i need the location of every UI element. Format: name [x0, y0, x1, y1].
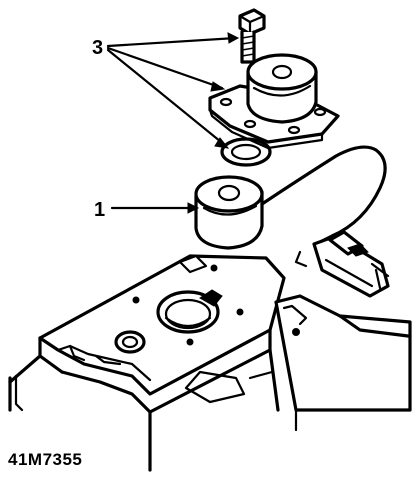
- sensor-wire: [260, 145, 387, 268]
- o-ring-gasket: [220, 137, 272, 167]
- wire-connector: [312, 230, 390, 298]
- callout-number-3: 3: [92, 37, 103, 59]
- leader-lines: [106, 36, 238, 210]
- callout-number-1: 1: [94, 199, 105, 221]
- figure-id-label: 41M7355: [8, 450, 83, 469]
- sensor-body: [194, 175, 264, 250]
- mounting-bolt: [238, 8, 266, 64]
- mounting-bracket: [208, 53, 340, 150]
- leader-arrowheads: [187, 32, 240, 214]
- base-housing: [8, 254, 412, 472]
